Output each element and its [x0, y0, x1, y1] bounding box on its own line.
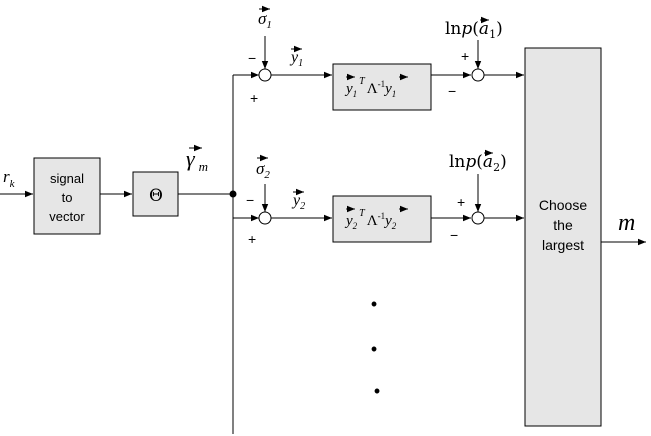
signal-to-vector-block — [33, 157, 101, 235]
sum-node-lnp-2 — [471, 211, 485, 225]
sum-p2-sign-left: − — [450, 227, 458, 243]
metric-block-2 — [332, 195, 432, 243]
signal-to-vector-label-line2: to — [62, 190, 73, 205]
y-1-label: y1 — [289, 49, 303, 69]
sum-node-lnp-1 — [471, 68, 485, 82]
sum1-sign-left: + — [250, 90, 258, 106]
sum1-sign-top: − — [248, 50, 256, 66]
metric-block-1 — [332, 63, 432, 111]
lnp-1-label: lnp(a1) — [445, 19, 503, 41]
theta-block — [132, 171, 179, 217]
lnp-2-label: lnp(a2) — [449, 152, 507, 174]
output-label: m — [618, 210, 635, 236]
ellipsis-dot-2: • — [371, 339, 377, 359]
y-2-label: y2 — [291, 192, 305, 212]
sum-node-sigma-1 — [258, 68, 272, 82]
signal-to-vector-label-line1: signal — [50, 171, 84, 186]
sum-p1-sign-top: + — [461, 48, 469, 64]
choose-largest-label-line2: the — [553, 217, 573, 233]
sum2-sign-left: + — [248, 231, 256, 247]
ellipsis-dot-3: • — [374, 381, 380, 401]
sigma-2-label: σ2 — [256, 159, 270, 181]
sum-p1-sign-left: − — [448, 83, 456, 99]
sum-p2-sign-top: + — [457, 194, 465, 210]
sigma-1-label: σ1 — [258, 9, 272, 31]
sum2-sign-top: − — [246, 192, 254, 208]
signal-to-vector-label-line3: vector — [49, 209, 85, 224]
sum-node-sigma-2 — [258, 211, 272, 225]
input-label: rk — [3, 167, 16, 190]
choose-largest-block — [524, 47, 602, 427]
theta-label: Θ — [149, 186, 163, 206]
choose-largest-label-line1: Choose — [539, 197, 587, 213]
ellipsis-dot-1: • — [371, 294, 377, 314]
choose-largest-label-line3: largest — [542, 237, 584, 253]
